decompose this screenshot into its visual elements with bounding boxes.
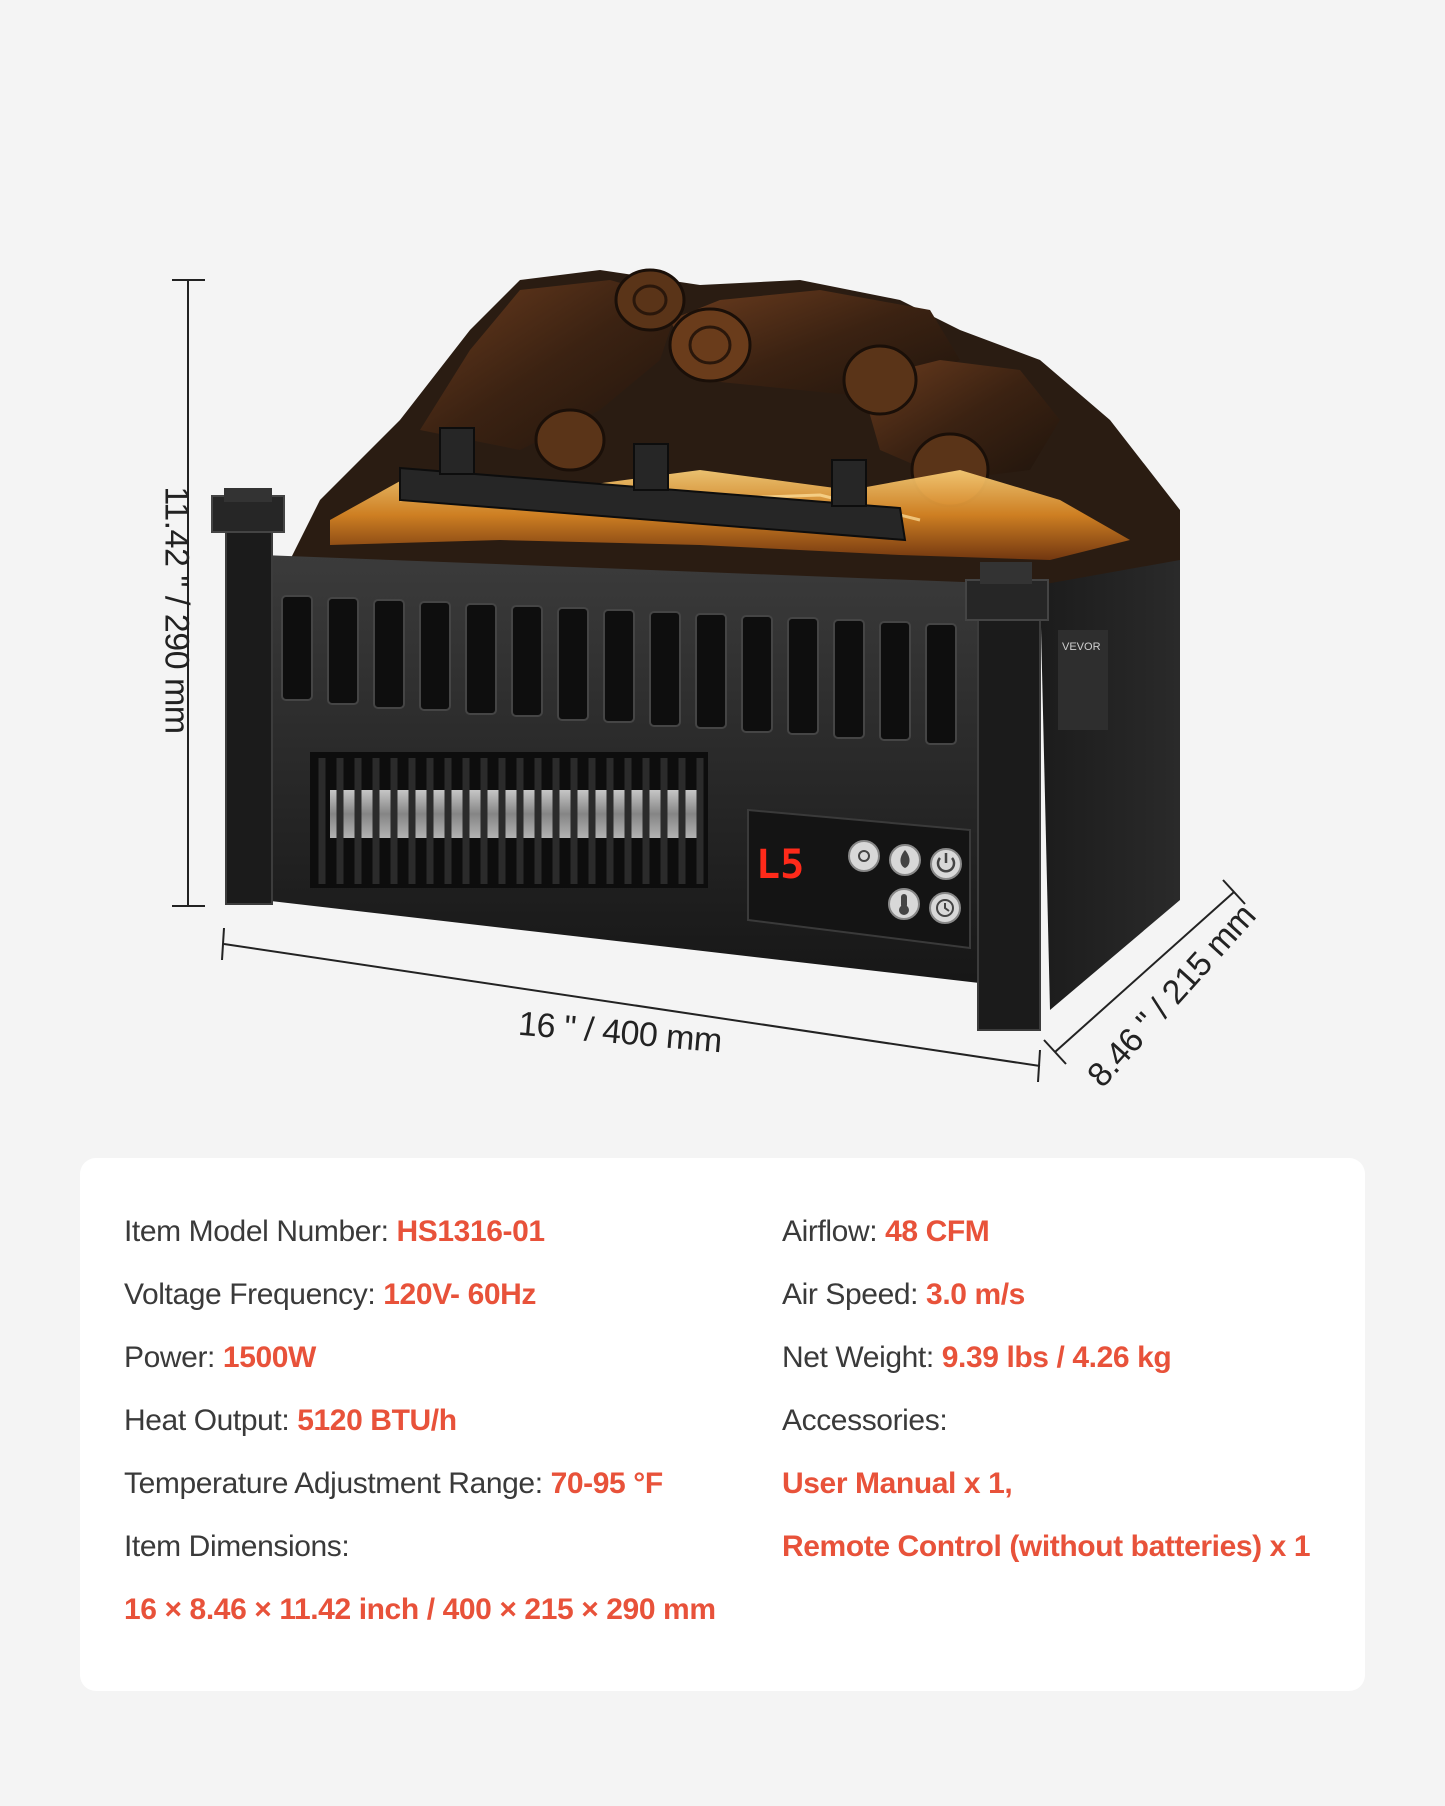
sun-icon [858, 850, 870, 862]
fireplace-body: VEVOR [211, 488, 1180, 1031]
spec-item-dimensions-label: Item Dimensions: [124, 1515, 716, 1578]
spec-value: 48 CFM [885, 1215, 990, 1248]
spec-label: Voltage Frequency: [124, 1278, 384, 1311]
spec-value: 1500W [222, 1341, 316, 1374]
spec-accessories-label: Accessories: [782, 1389, 1310, 1452]
specs-left-column: Item Model Number: HS1316-01 Voltage Fre… [124, 1200, 716, 1641]
spec-value: HS1316-01 [396, 1215, 546, 1248]
spec-accessory-manual: User Manual x 1, [782, 1452, 1310, 1515]
right-post [965, 562, 1049, 1031]
spec-label: Item Dimensions: [124, 1530, 350, 1563]
thermometer-icon [901, 894, 907, 908]
spec-label: Accessories: [782, 1404, 948, 1437]
brightness-button[interactable] [848, 840, 880, 872]
spec-model-number: Item Model Number: HS1316-01 [124, 1200, 716, 1263]
flame-button[interactable] [889, 844, 921, 876]
spec-heat-output: Heat Output: 5120 BTU/h [124, 1389, 716, 1452]
led-display: L5 [756, 842, 804, 888]
spec-label: Air Speed: [782, 1278, 927, 1311]
spec-airflow: Airflow: 48 CFM [782, 1200, 1310, 1263]
spec-value: 120V- 60Hz [383, 1278, 537, 1311]
specs-right-column: Airflow: 48 CFM Air Speed: 3.0 m/s Net W… [782, 1200, 1311, 1578]
spec-label: Heat Output: [124, 1404, 298, 1437]
spec-label: Airflow: [782, 1215, 886, 1248]
spec-label-sticker [1058, 630, 1108, 730]
brand-label: VEVOR [1062, 641, 1101, 653]
spec-label: Temperature Adjustment Range: [124, 1467, 551, 1500]
spec-power: Power: 1500W [124, 1326, 716, 1389]
product-illustration-area: VEVOR [157, 268, 1263, 1094]
flame-icon [900, 850, 910, 868]
spec-label: Power: [124, 1341, 223, 1374]
spec-net-weight: Net Weight: 9.39 lbs / 4.26 kg [782, 1326, 1310, 1389]
faux-logs [290, 268, 1180, 590]
spec-value: 70-95 °F [550, 1467, 664, 1500]
clock-icon [936, 899, 954, 917]
spec-accessory-remote: Remote Control (without batteries) x 1 [782, 1515, 1311, 1578]
spec-air-speed: Air Speed: 3.0 m/s [782, 1263, 1310, 1326]
height-dimension-line [172, 279, 205, 907]
spec-value: 16 × 8.46 × 11.42 inch / 400 × 215 × 290… [124, 1593, 716, 1626]
height-dimension-label: 11.42 " / 290 mm [157, 486, 196, 734]
spec-label: Item Model Number: [124, 1215, 397, 1248]
timer-button[interactable] [929, 892, 961, 924]
width-dimension-line [221, 927, 1041, 1083]
spec-value: 3.0 m/s [926, 1278, 1025, 1311]
grate-bar [399, 427, 907, 542]
spec-temperature-range: Temperature Adjustment Range: 70-95 °F [124, 1452, 716, 1515]
spec-value: Remote Control (without batteries) x 1 [782, 1530, 1311, 1563]
thermostat-button[interactable] [888, 888, 920, 920]
power-button[interactable] [930, 848, 962, 880]
depth-dimension-line [1043, 879, 1246, 1065]
specifications-card: Item Model Number: HS1316-01 Voltage Fre… [80, 1158, 1365, 1691]
fireplace-insert-illustration: VEVOR [172, 268, 1246, 1083]
left-post [211, 488, 285, 905]
heater-grille-bars [318, 758, 704, 884]
spec-item-dimensions-value: 16 × 8.46 × 11.42 inch / 400 × 215 × 290… [124, 1578, 716, 1641]
spec-voltage-frequency: Voltage Frequency: 120V- 60Hz [124, 1263, 716, 1326]
spec-value: 5120 BTU/h [297, 1404, 457, 1437]
spec-value: User Manual x 1, [782, 1467, 1013, 1500]
spec-value: 9.39 lbs / 4.26 kg [941, 1341, 1172, 1374]
top-louvers [281, 595, 957, 745]
spec-label: Net Weight: [782, 1341, 942, 1374]
power-icon [936, 857, 956, 873]
